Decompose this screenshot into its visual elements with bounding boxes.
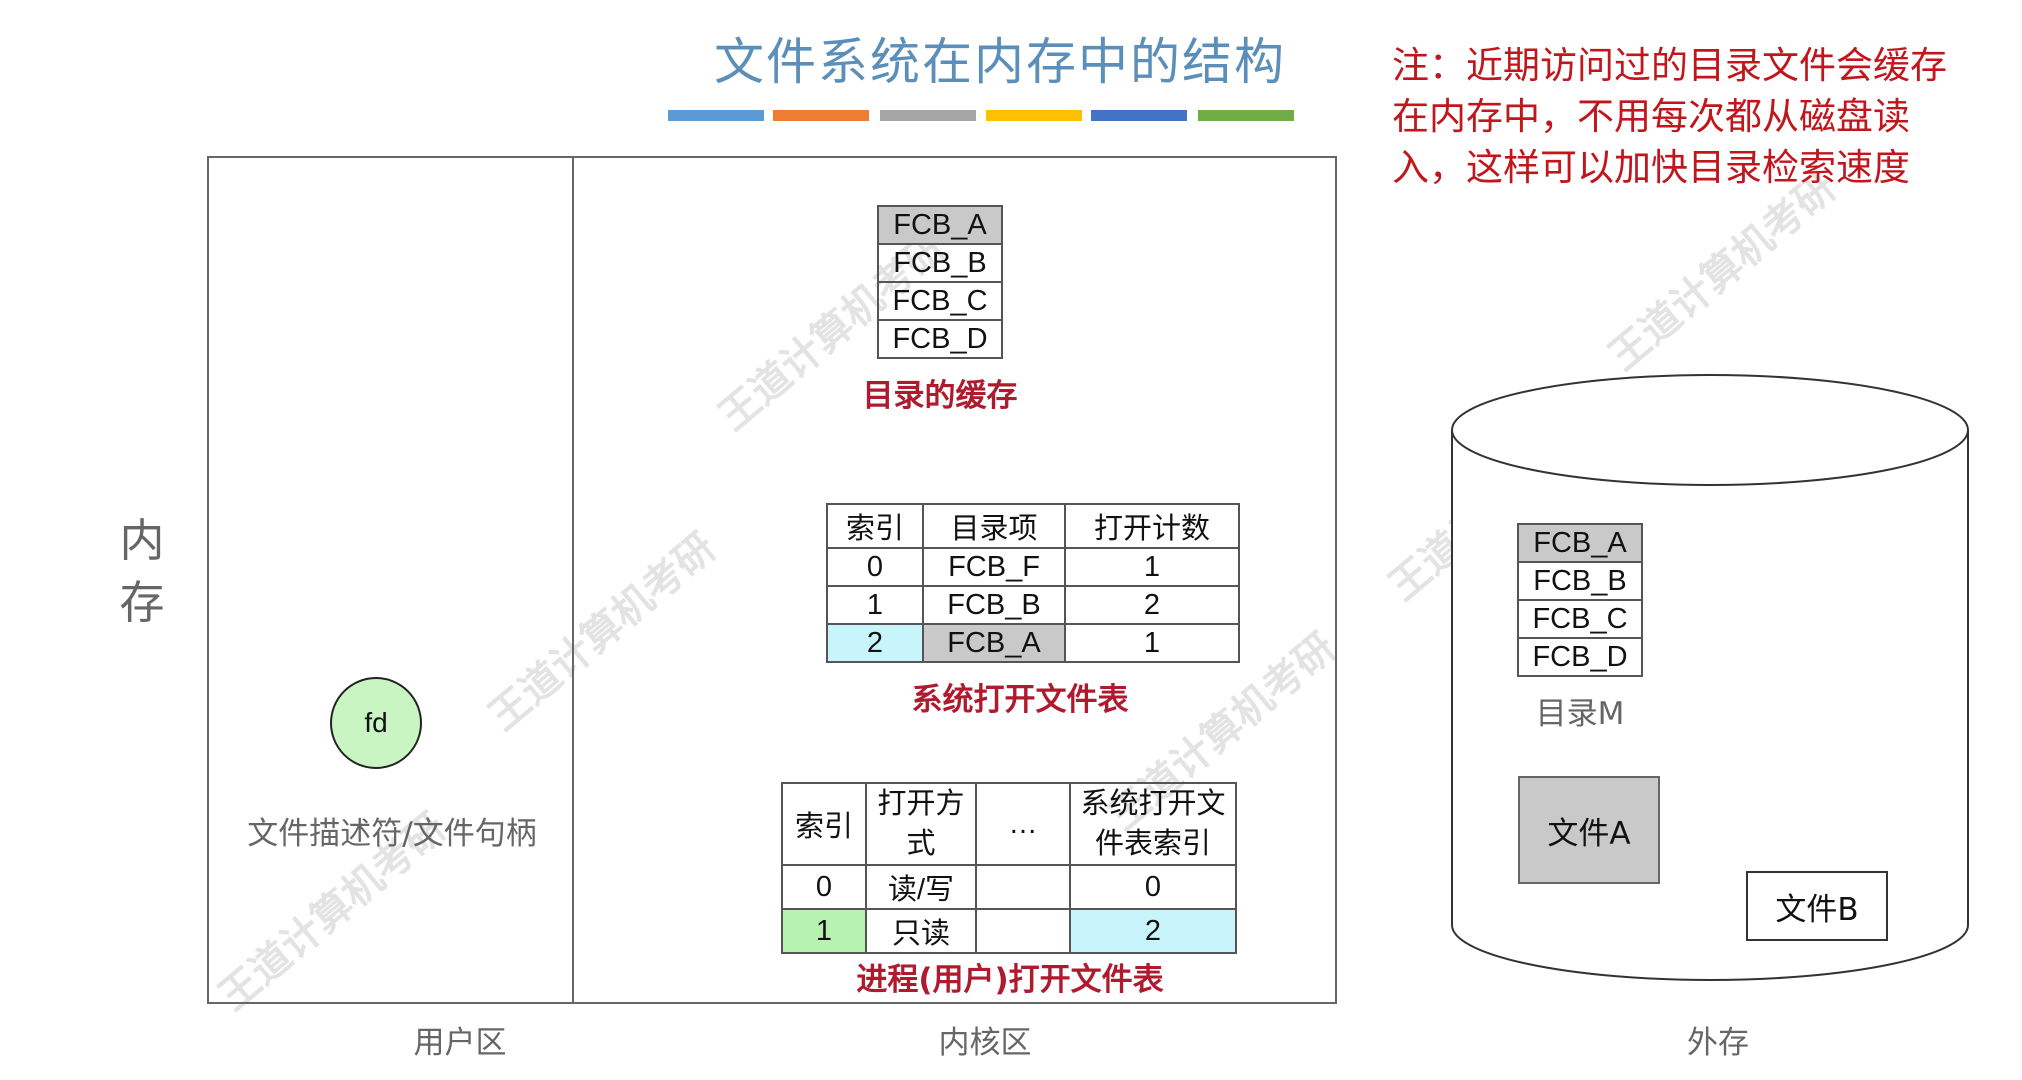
dir-cache-item: FCB_C: [877, 281, 1003, 321]
table-cell: [975, 908, 1071, 954]
table-cell: 0: [826, 547, 924, 587]
title-bar-4: [986, 110, 1082, 121]
table-header: 系统打开文件表索引: [1069, 782, 1237, 866]
memory-label: 内存: [119, 514, 165, 629]
disk-dir-caption: 目录M: [1535, 696, 1625, 732]
table-header-row: 索引 目录项 打开计数: [826, 503, 1240, 549]
disk-dir-item: FCB_B: [1517, 561, 1643, 601]
fd-caption: 文件描述符/文件句柄: [247, 816, 537, 852]
fd-circle: fd: [330, 677, 422, 769]
dir-cache-item: FCB_A: [877, 205, 1003, 245]
table-cell: FCB_B: [922, 585, 1066, 625]
table-header: 索引: [781, 782, 867, 866]
proc-open-table: 索引 打开方式 … 系统打开文件表索引 0 读/写 0 1 只读 2: [781, 782, 1237, 954]
table-row: 2 FCB_A 1: [826, 623, 1240, 663]
user-region-label: 用户区: [413, 1025, 507, 1061]
table-cell: 1: [1064, 547, 1240, 587]
table-cell: 0: [781, 864, 867, 910]
table-row: 1 FCB_B 2: [826, 585, 1240, 625]
table-cell: 1: [826, 585, 924, 625]
table-cell: [975, 864, 1071, 910]
title-bar-5: [1091, 110, 1187, 121]
page-title: 文件系统在内存中的结构: [714, 33, 1286, 91]
kernel-region-label: 内核区: [938, 1025, 1032, 1061]
disk-dir-item: FCB_A: [1517, 523, 1643, 563]
dir-cache-list: FCB_A FCB_B FCB_C FCB_D: [877, 205, 1003, 359]
table-cell: 2: [826, 623, 924, 663]
title-bar-3: [880, 110, 976, 121]
table-header: …: [975, 782, 1071, 866]
dir-cache-item: FCB_B: [877, 243, 1003, 283]
disk-dir-item: FCB_D: [1517, 637, 1643, 677]
sys-open-table: 索引 目录项 打开计数 0 FCB_F 1 1 FCB_B 2 2 FCB_A …: [826, 503, 1240, 663]
table-cell: 只读: [865, 908, 977, 954]
table-cell: 1: [781, 908, 867, 954]
file-a-box: 文件A: [1518, 776, 1660, 884]
table-header: 打开计数: [1064, 503, 1240, 549]
table-row: 1 只读 2: [781, 908, 1237, 954]
table-cell: 0: [1069, 864, 1237, 910]
fd-label: fd: [364, 707, 388, 738]
sys-open-table-caption: 系统打开文件表: [911, 682, 1129, 718]
disk-top: [1451, 374, 1969, 486]
memory-area: [207, 156, 1337, 1004]
table-cell: 1: [1064, 623, 1240, 663]
table-cell: 2: [1069, 908, 1237, 954]
external-region-label: 外存: [1687, 1025, 1749, 1061]
table-cell: FCB_A: [922, 623, 1066, 663]
disk-cylinder: [1451, 374, 1969, 981]
table-row: 0 FCB_F 1: [826, 547, 1240, 587]
table-cell: 2: [1064, 585, 1240, 625]
title-bar-1: [668, 110, 764, 121]
disk-dir-list: FCB_A FCB_B FCB_C FCB_D: [1517, 523, 1643, 677]
table-header: 打开方式: [865, 782, 977, 866]
title-bar-2: [773, 110, 869, 121]
proc-open-table-caption: 进程(用户)打开文件表: [856, 962, 1164, 998]
table-cell: FCB_F: [922, 547, 1066, 587]
cache-note: 注：近期访问过的目录文件会缓存在内存中，不用每次都从磁盘读入，这样可以加快目录检…: [1392, 44, 1947, 189]
table-header: 索引: [826, 503, 924, 549]
title-bar-6: [1198, 110, 1294, 121]
file-b-box: 文件B: [1746, 871, 1888, 941]
dir-cache-caption: 目录的缓存: [862, 378, 1018, 414]
table-header-row: 索引 打开方式 … 系统打开文件表索引: [781, 782, 1237, 866]
user-kernel-divider: [572, 156, 574, 1004]
table-header: 目录项: [922, 503, 1066, 549]
table-cell: 读/写: [865, 864, 977, 910]
dir-cache-item: FCB_D: [877, 319, 1003, 359]
table-row: 0 读/写 0: [781, 864, 1237, 910]
disk-dir-item: FCB_C: [1517, 599, 1643, 639]
